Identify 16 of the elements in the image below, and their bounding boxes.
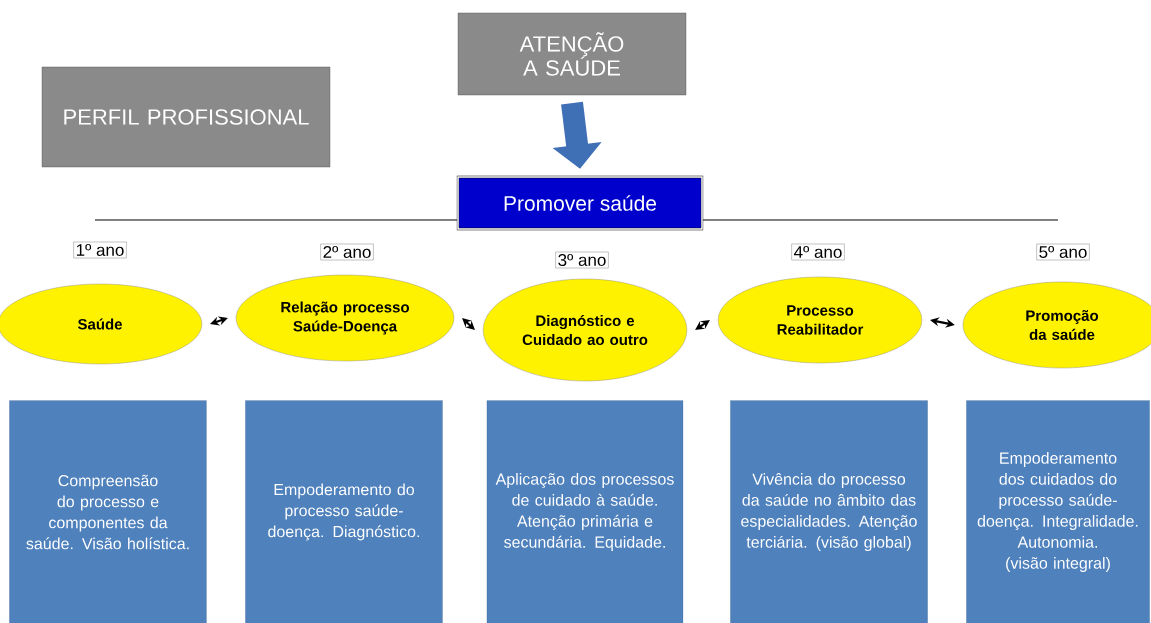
year-label: 3º ano [555,251,609,269]
double-arrow [462,318,475,330]
description-box: Vivência do processo da saúde no âmbito das especialidades. Atenção terciária. (visão global) [730,400,928,623]
description-box: Compreensão do processo e componentes da saúde. Visão holística. [9,400,207,623]
heading-box: Promover saúde [456,175,704,231]
title-box: PERFIL PROFISSIONAL [41,66,331,168]
double-arrow [695,320,710,330]
description-box: Empoderamento dos cuidados do processo saúde-doença. Integralidade. Autonomia. (visão integral) [966,400,1150,623]
double-arrow [210,316,228,326]
description-box: Empoderamento do processo saúde-doença. Diagnóstico. [245,400,443,623]
year-label: 2º ano [320,243,374,261]
year-label: 4º ano [791,243,845,261]
year-label: 5º ano [1036,243,1090,261]
description-box: Aplicação dos processos de cuidado à saúde. Atenção primária e secundária. Equidade. [486,400,684,623]
year-label: 1º ano [73,241,127,259]
title-box: ATENÇÃO A SAÚDE [457,12,687,96]
